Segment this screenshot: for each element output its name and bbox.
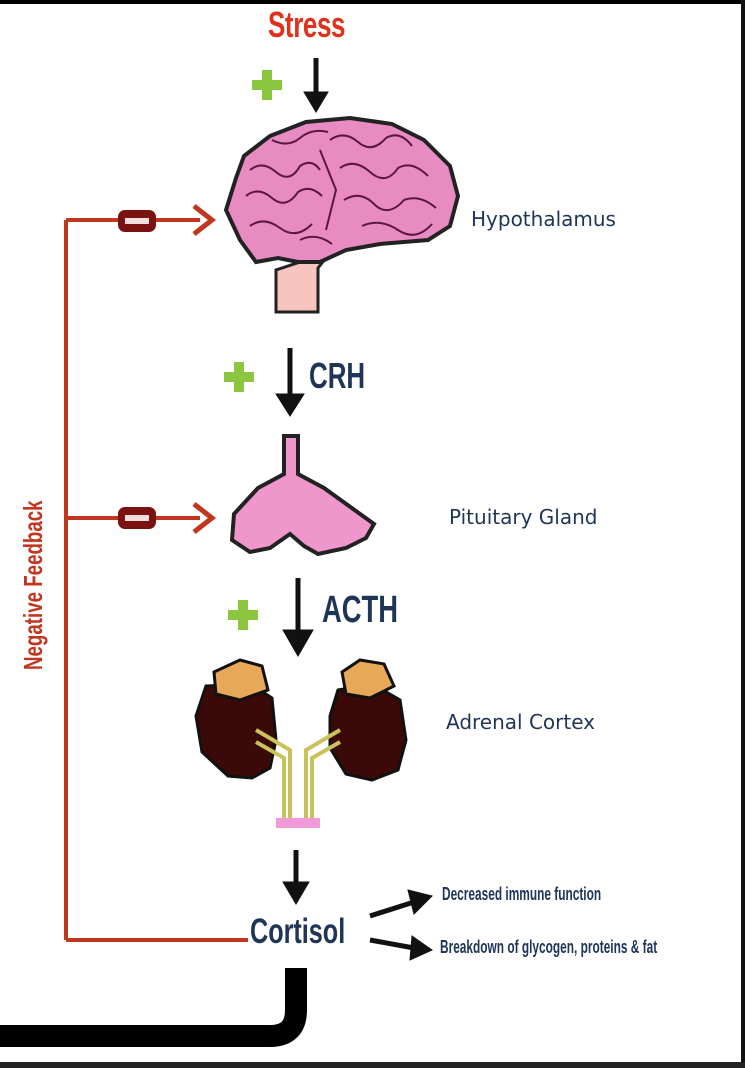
- brain-icon: [226, 118, 458, 312]
- plus-icon: [228, 600, 258, 630]
- effect-immune-label: Decreased immune function: [442, 884, 601, 905]
- adrenal-kidney-icon: [196, 660, 406, 828]
- acth-label: ACTH: [322, 589, 398, 632]
- crh-label: CRH: [309, 355, 365, 397]
- adrenal-cortex-label: Adrenal Cortex: [446, 710, 595, 734]
- pituitary-icon: [232, 436, 374, 554]
- negative-feedback-lines: [66, 206, 248, 940]
- cortisol-label: Cortisol: [250, 912, 345, 952]
- minus-icon: [118, 507, 156, 529]
- minus-icon: [118, 210, 156, 232]
- black-cable: [0, 968, 296, 1036]
- stress-label: Stress: [268, 4, 345, 46]
- negative-feedback-label: Negative Feedback: [18, 500, 49, 670]
- plus-icon: [252, 70, 282, 100]
- effect-breakdown-label: Breakdown of glycogen, proteins & fat: [440, 937, 657, 958]
- hypothalamus-label: Hypothalamus: [471, 207, 616, 231]
- pituitary-gland-label: Pituitary Gland: [449, 505, 597, 529]
- plus-icon: [224, 362, 254, 392]
